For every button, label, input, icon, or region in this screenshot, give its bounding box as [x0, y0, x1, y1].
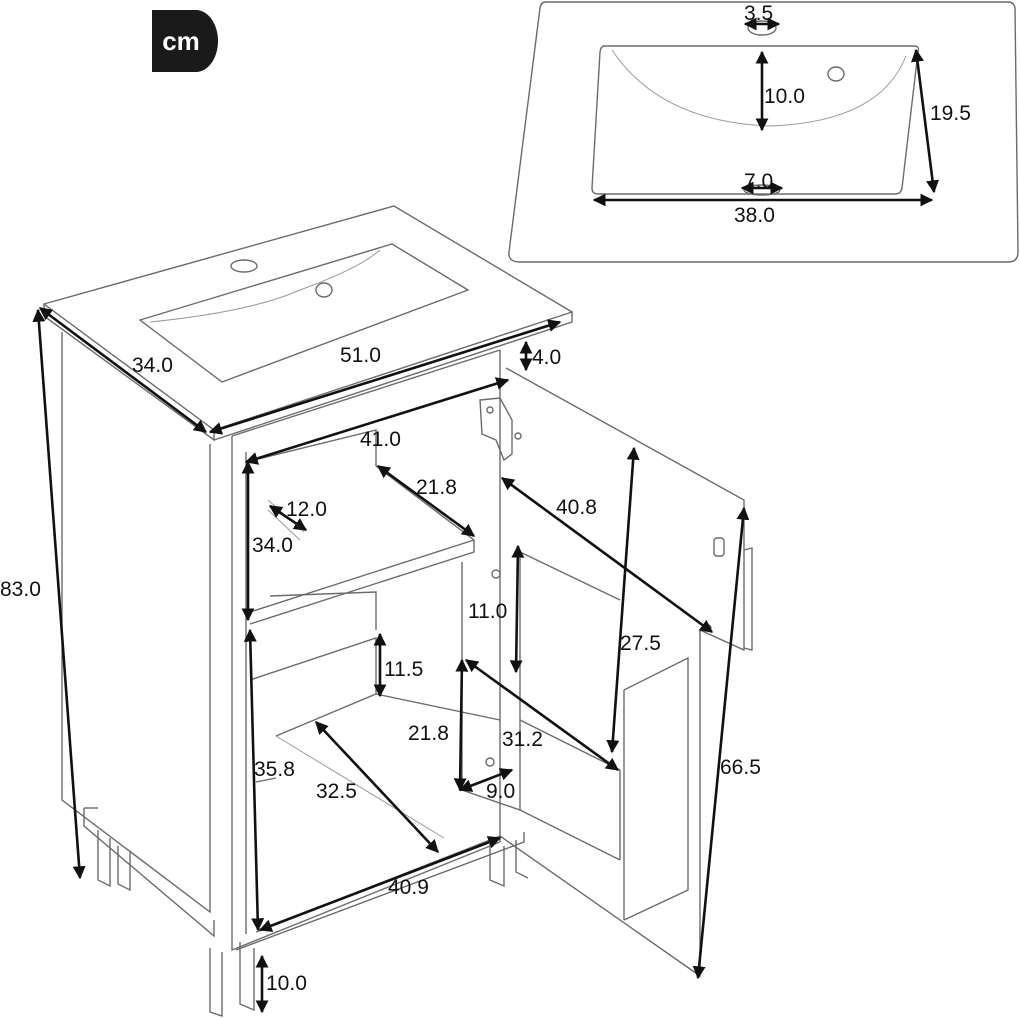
height-dim: [32, 308, 86, 880]
height-label: 83.0: [0, 578, 41, 601]
door-shelf-width-label: 31.2: [502, 728, 543, 751]
inner-width-dim: [244, 377, 510, 465]
unit-badge-label: cm: [162, 26, 200, 56]
door-shelf-gap-dim: [509, 544, 525, 674]
floor-depth-label: 32.5: [316, 780, 357, 803]
depth-label: 34.0: [132, 354, 173, 377]
door-shelf-gap-label: 11.0: [468, 600, 507, 623]
top-basin-depth-label: 10.0: [764, 85, 805, 108]
depth-dim: [38, 306, 208, 434]
floor-depth-dim: [315, 721, 439, 853]
top-faucet-label: 3.5: [744, 2, 773, 25]
top-basin-width-label: 19.5: [930, 102, 971, 125]
cutout-width-dim: [268, 504, 308, 532]
cutout-width-label: 12.0: [286, 498, 327, 521]
lower-height-dim: [243, 628, 265, 932]
door-diagonal-label: 40.8: [556, 496, 597, 519]
lower-gap-label: 11.5: [384, 658, 423, 681]
top-basin-width-dim: [911, 48, 939, 194]
top-thickness-label: 4.0: [532, 346, 561, 369]
upper-height-label: 34.0: [252, 534, 293, 557]
door-diagonal-dim: [500, 476, 714, 634]
door-lower-height-label: 21.8: [408, 722, 449, 745]
leg-height-label: 10.0: [266, 972, 307, 995]
door-shelf-depth-label: 9.0: [486, 780, 515, 803]
door-inner-height-label: 27.5: [620, 632, 661, 655]
width-label: 51.0: [340, 344, 381, 367]
door-height-label: 66.5: [720, 756, 761, 779]
shelf-depth-label: 21.8: [416, 476, 457, 499]
top-drain-label: 7.0: [744, 170, 773, 193]
floor-width-dim: [258, 836, 502, 932]
door-shelf-width-dim: [464, 658, 620, 772]
door-height-dim: [692, 506, 750, 980]
door-inner-height-dim: [606, 446, 640, 754]
shelf-depth-dim: [376, 464, 476, 538]
floor-width-label: 40.9: [388, 876, 429, 899]
sink-top-view: [508, 1, 1019, 263]
unit-badge: cm: [152, 10, 218, 72]
lower-height-label: 35.8: [254, 758, 295, 781]
top-basin-length-label: 38.0: [734, 204, 775, 227]
inner-width-label: 41.0: [360, 428, 401, 451]
width-dim: [208, 319, 562, 435]
door-shelf-depth-dim: [458, 768, 514, 792]
